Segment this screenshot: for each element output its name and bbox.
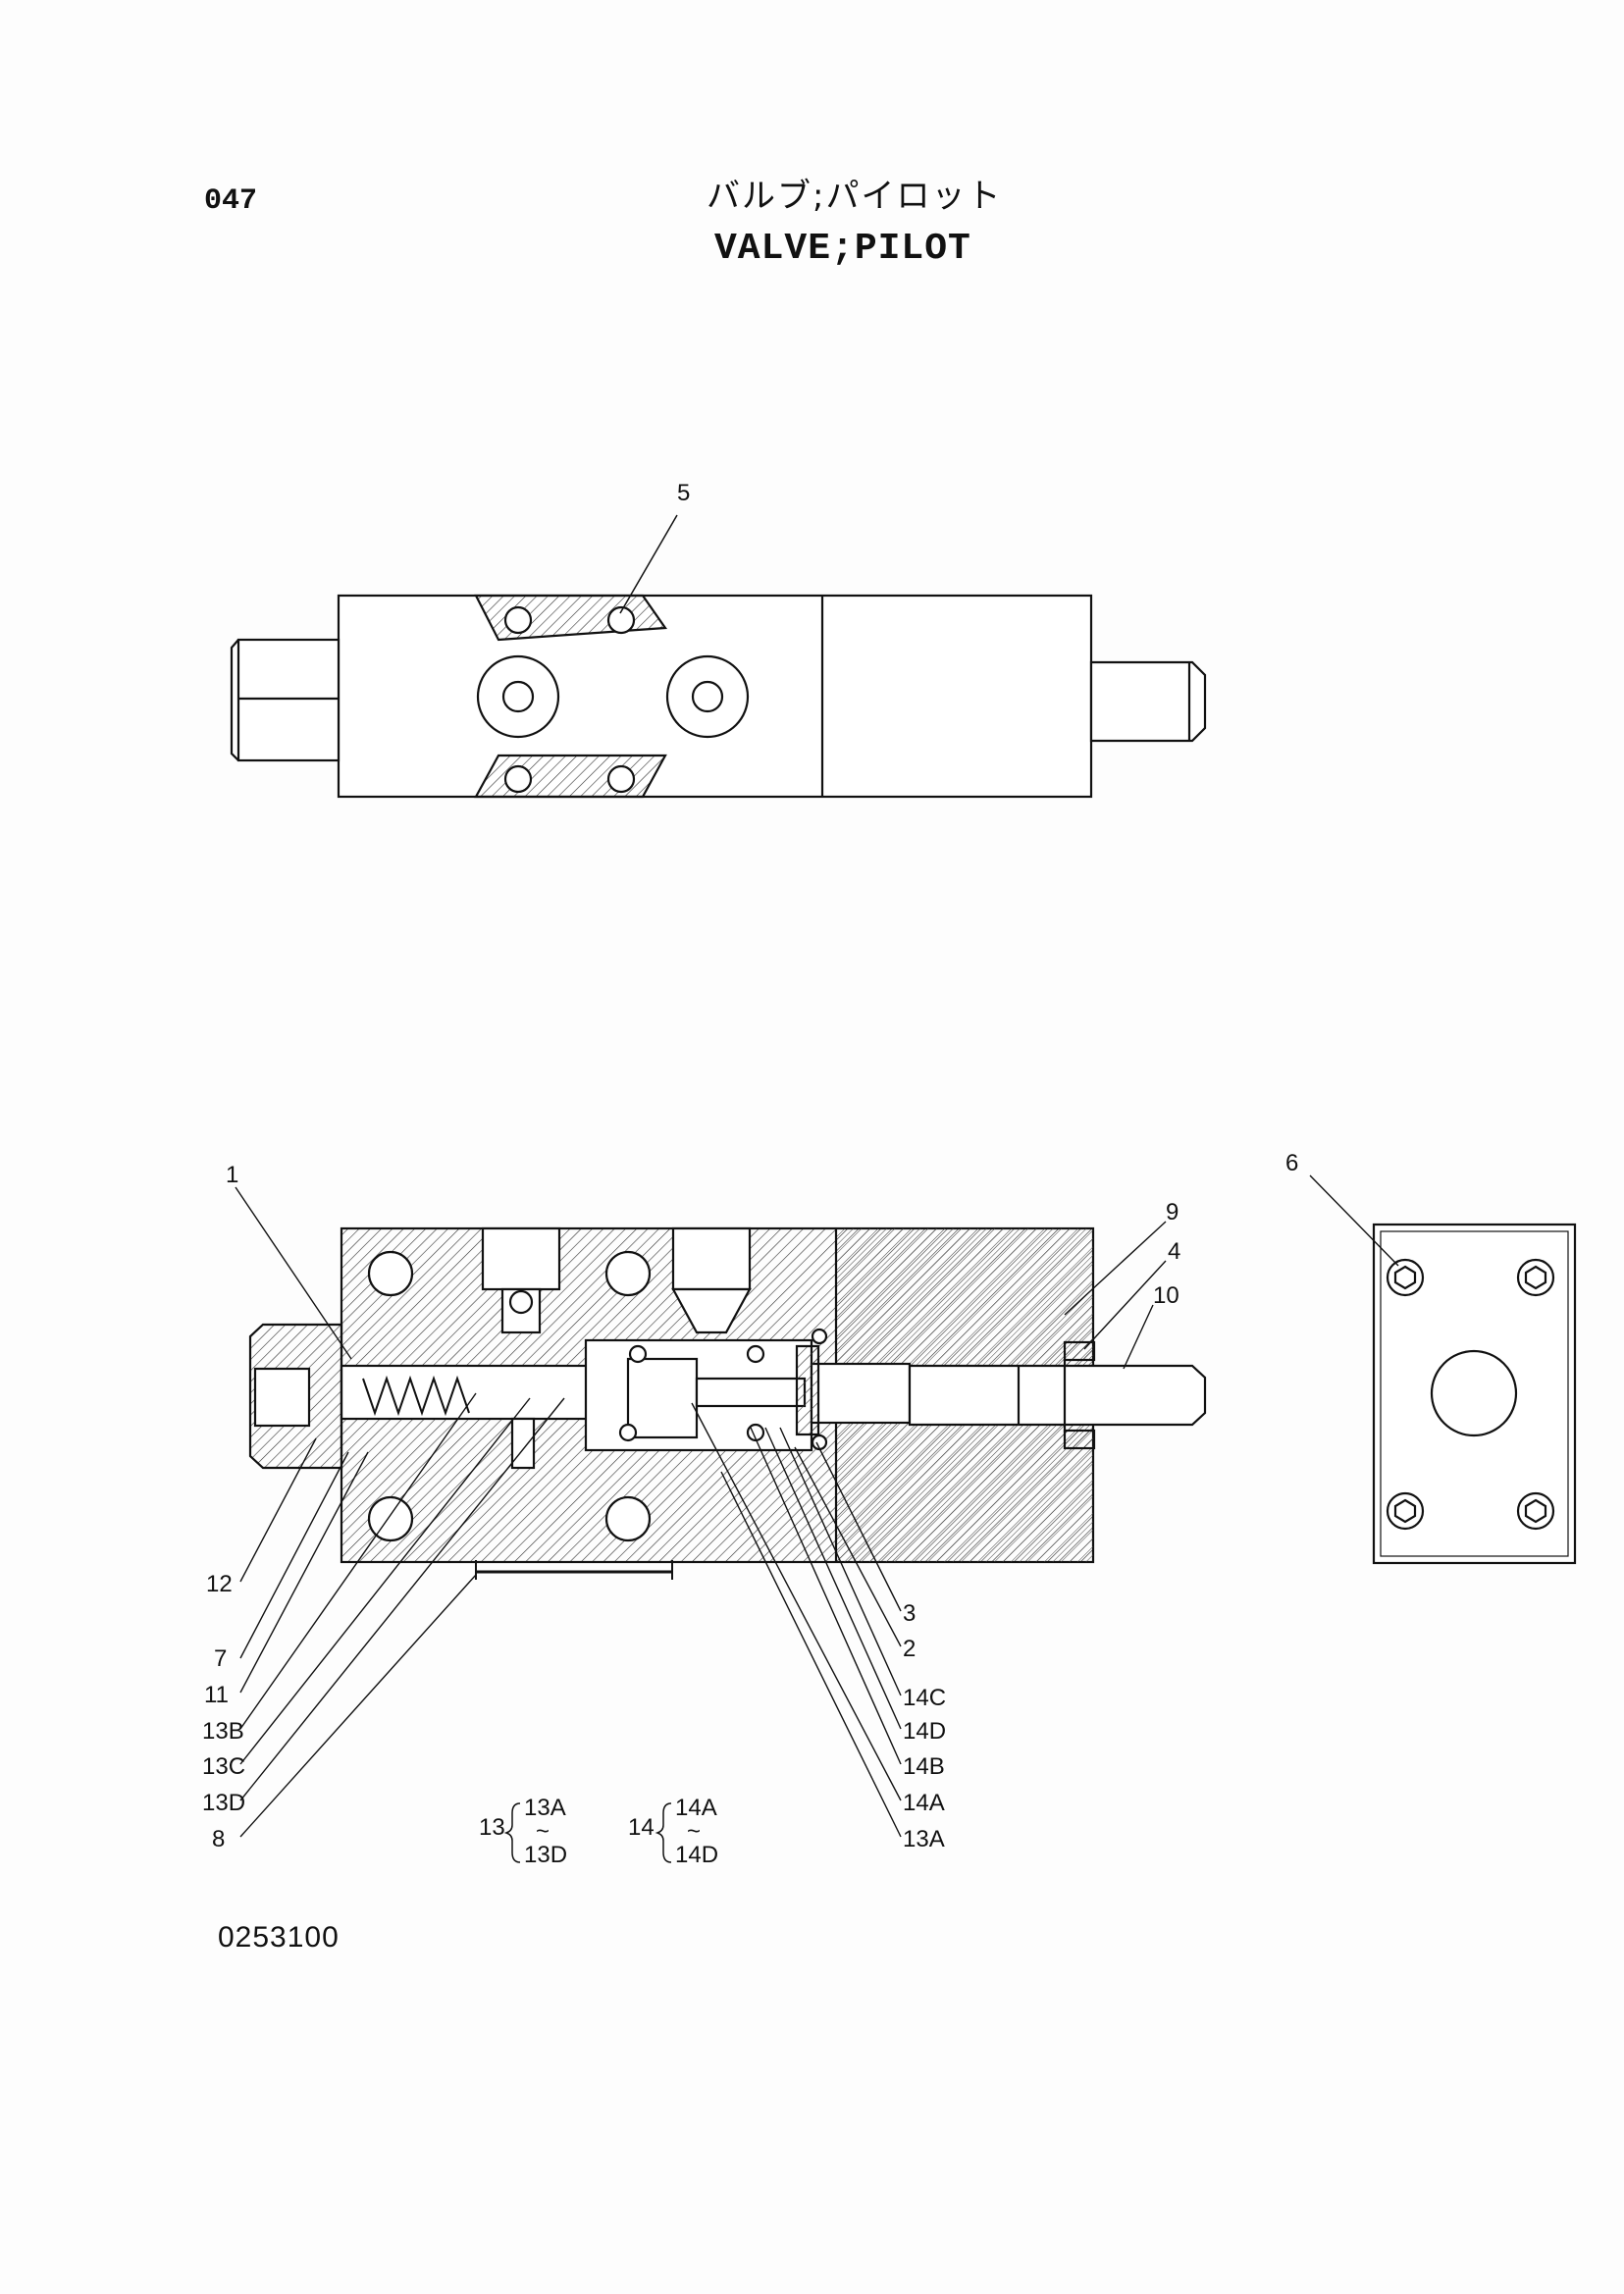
- bolt-icon: [1386, 1258, 1425, 1297]
- callout-13c: 13C: [202, 1753, 245, 1780]
- title-japanese: バルブ;パイロット: [707, 177, 1003, 216]
- svg-text:14D: 14D: [675, 1842, 718, 1868]
- page-number: 047: [204, 184, 258, 218]
- bolt-icon: [1386, 1491, 1425, 1531]
- callout-14d: 14D: [903, 1718, 946, 1745]
- callout-1: 1: [226, 1162, 238, 1188]
- callout-6: 6: [1285, 1150, 1298, 1176]
- section-view: [248, 1226, 1207, 1580]
- callout-13d: 13D: [202, 1790, 245, 1816]
- end-plate-bore: [1430, 1349, 1518, 1437]
- callout-13a: 13A: [903, 1826, 945, 1852]
- callout-11: 11: [204, 1682, 229, 1708]
- svg-text:14: 14: [628, 1814, 655, 1841]
- leader-lines: [235, 1174, 1399, 1838]
- group-legend-13: 13 13A ~ 13D: [479, 1795, 567, 1868]
- top-view: [230, 594, 1207, 799]
- callout-5: 5: [677, 480, 690, 506]
- group-legend-14: 14 14A ~ 14D: [628, 1795, 718, 1868]
- top-body: [337, 594, 1093, 799]
- callout-14b: 14B: [903, 1753, 945, 1780]
- svg-text:~: ~: [687, 1818, 701, 1845]
- end-plate-view: [1372, 1223, 1577, 1565]
- spring: [362, 1375, 470, 1417]
- callout-8: 8: [212, 1826, 225, 1852]
- callout-9: 9: [1166, 1199, 1179, 1225]
- drawing-number: 0253100: [218, 1921, 340, 1954]
- bolt-icon: [1516, 1258, 1555, 1297]
- svg-text:13: 13: [479, 1814, 505, 1841]
- callout-13b: 13B: [202, 1718, 244, 1745]
- svg-text:13D: 13D: [524, 1842, 567, 1868]
- svg-text:13A: 13A: [524, 1795, 566, 1821]
- svg-text:14A: 14A: [675, 1795, 717, 1821]
- top-stem: [1089, 660, 1207, 743]
- top-seal-section-lower: [474, 754, 667, 799]
- section-plunger: [908, 1364, 1207, 1427]
- top-hex-nut: [236, 638, 341, 762]
- callout-14c: 14C: [903, 1685, 946, 1711]
- top-port-left: [476, 654, 560, 739]
- top-port-right: [665, 654, 750, 739]
- svg-text:~: ~: [536, 1818, 550, 1845]
- callout-14a: 14A: [903, 1790, 945, 1816]
- callout-3: 3: [903, 1600, 916, 1627]
- callout-2: 2: [903, 1636, 916, 1662]
- callout-10: 10: [1153, 1282, 1179, 1309]
- callout-7: 7: [214, 1645, 227, 1672]
- bolt-icon: [1516, 1491, 1555, 1531]
- callout-4: 4: [1168, 1238, 1180, 1265]
- callout-12: 12: [206, 1571, 233, 1597]
- title-english: VALVE;PILOT: [714, 228, 971, 270]
